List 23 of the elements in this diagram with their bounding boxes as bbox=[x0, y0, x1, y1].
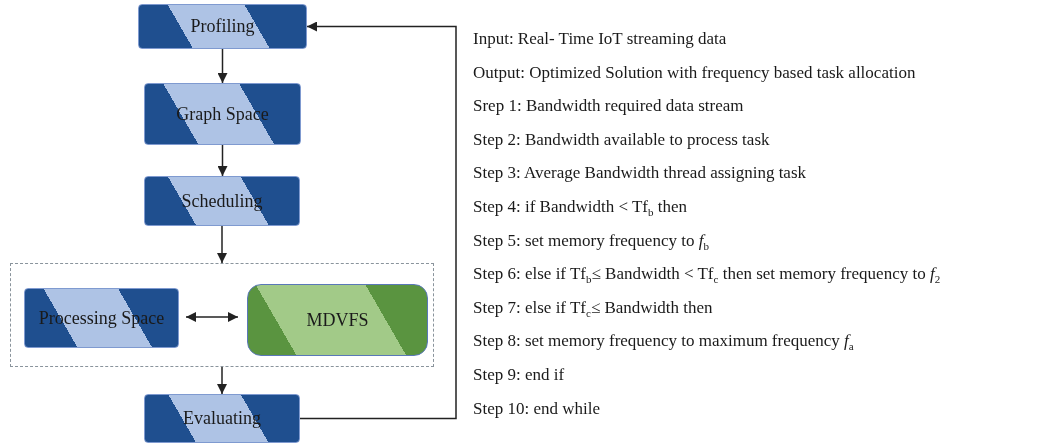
arrow bbox=[217, 225, 227, 264]
algorithm-step-text: Step 8: set memory frequency to maximum frequency f$_{a}$ bbox=[473, 331, 854, 353]
module-box bbox=[247, 284, 428, 356]
algorithm-step-text: Step 3: Average Bandwidth thread assigning task bbox=[473, 163, 806, 184]
arrow bbox=[217, 48, 228, 84]
algorithm-step-text: Step 10: end while bbox=[473, 398, 600, 419]
dashed-group-boundary bbox=[10, 263, 434, 367]
algorithm-step-text: Output: Optimized Solution with frequency based task allocation bbox=[473, 62, 916, 83]
algorithm-step-text: Input: Real- Time IoT streaming data bbox=[473, 29, 727, 49]
process-box bbox=[138, 4, 307, 49]
algorithm-step-text: Srep 1: Bandwidth required data stream bbox=[473, 96, 744, 117]
node-label: Profiling bbox=[190, 16, 255, 37]
algorithm-step-text: Step 2: Bandwidth available to process task bbox=[473, 129, 770, 150]
arrow bbox=[217, 144, 228, 177]
algorithm-step-text: Step 9: end if bbox=[473, 365, 565, 385]
node-label: MDVFS bbox=[306, 309, 369, 331]
algorithm-step-text: Step 4: if Bandwidth < Tf$_{b}$ then bbox=[473, 197, 688, 219]
algorithm-step-text: Step 5: set memory frequency to f$_{b}$ bbox=[473, 230, 709, 252]
arrow bbox=[299, 21, 457, 420]
algorithm-step-text: Step 7: else if Tf$_{c}$≤ Bandwidth then bbox=[473, 297, 713, 320]
arrow bbox=[185, 312, 239, 322]
arrow bbox=[217, 366, 227, 395]
algorithm-step-text: Step 6: else if Tf$_{b}$≤ Bandwidth < Tf$_{c}$ then set memory frequency to f$_{2}$ bbox=[473, 264, 941, 286]
